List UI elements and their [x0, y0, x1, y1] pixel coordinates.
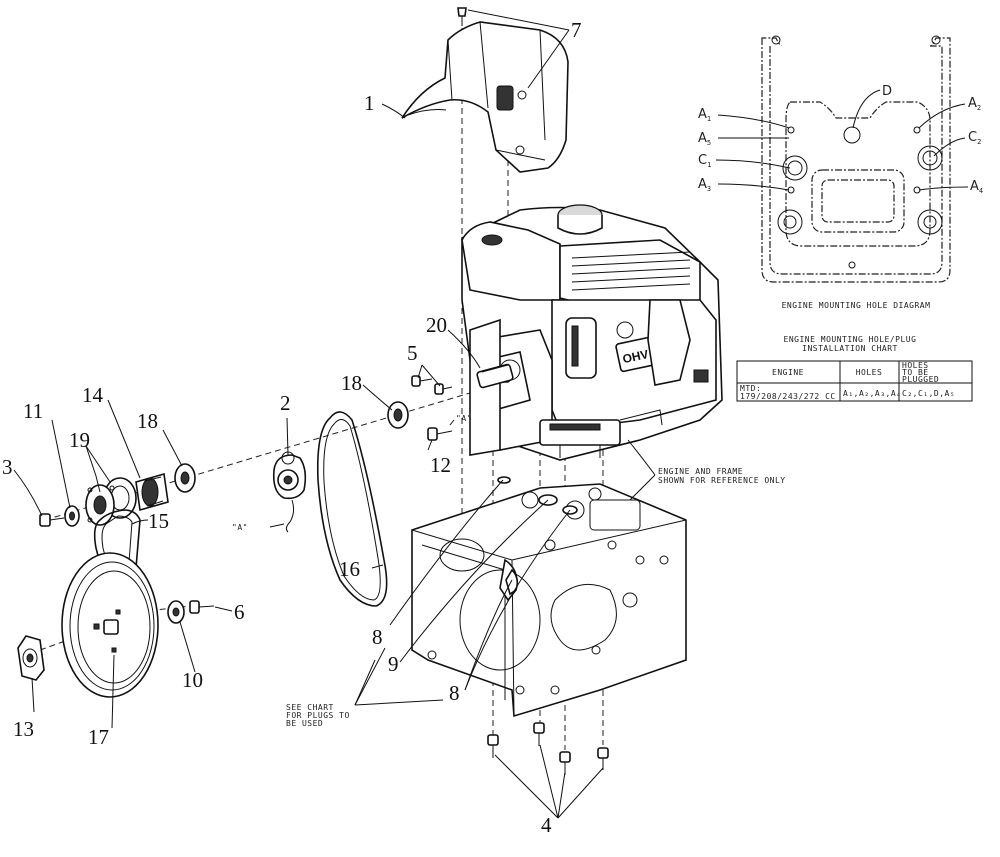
hole-label-a4: A4	[970, 179, 983, 195]
callout-14: 14	[82, 383, 104, 407]
v-belt	[316, 411, 388, 607]
flange-washers	[85, 477, 137, 526]
chart-header-plugged-2: TO BE	[902, 368, 929, 377]
chart-header-engine: ENGINE	[772, 368, 804, 377]
chart-note-2: FOR PLUGS TO	[286, 711, 350, 720]
ref-label-a-right: "A"	[456, 414, 472, 423]
hole-label-a1: A1	[698, 107, 711, 123]
chart-header-plugged-1: HOLES	[902, 361, 929, 370]
belt-cover	[401, 7, 569, 173]
bolt-6	[189, 600, 215, 614]
hole-label-d: D	[882, 84, 892, 99]
bolt-12	[427, 427, 453, 441]
hole-diagram-title: ENGINE MOUNTING HOLE DIAGRAM	[782, 301, 931, 310]
hole-label-a2: A2	[968, 96, 981, 112]
callout-leaders	[13, 9, 656, 819]
callout-9: 9	[388, 652, 399, 676]
washer-11	[64, 505, 80, 527]
notes: "A" "A" ENGINE AND FRAME SHOWN FOR REFER…	[232, 414, 786, 728]
engine-frame-note-2: SHOWN FOR REFERENCE ONLY	[658, 476, 786, 485]
screws-5	[411, 375, 453, 395]
callout-5: 5	[407, 341, 418, 365]
chart-row-engine-1: MTD:	[740, 384, 761, 393]
callout-12: 12	[430, 453, 451, 477]
installation-chart: ENGINE MOUNTING HOLE/PLUG INSTALLATION C…	[736, 335, 973, 402]
callout-2: 2	[280, 391, 291, 415]
engine-mounting-hole-diagram: A1 A5 C1 A3 D A2 C2 A4 ENGINE MOUNTING H…	[698, 35, 983, 310]
frame-bolts	[487, 722, 609, 775]
large-pulley	[61, 552, 159, 698]
callout-6: 6	[234, 600, 245, 624]
frame-housing	[411, 483, 687, 718]
callout-18-left: 18	[137, 409, 158, 433]
callout-4: 4	[541, 813, 552, 837]
callout-20: 20	[426, 313, 447, 337]
engine-brand-label: OHV	[621, 347, 649, 366]
callout-13: 13	[13, 717, 34, 741]
chart-row-engine-2: 179/208/243/272 CC	[740, 392, 836, 401]
callout-numbers: 1 7 2 5 18 20 12 3 11 19 14 18 15 16 6 1…	[2, 18, 582, 837]
hole-label-a3: A3	[698, 177, 711, 193]
chart-title-line1: ENGINE MOUNTING HOLE/PLUG	[784, 335, 917, 344]
hole-plugs	[497, 476, 578, 596]
chart-note-3: BE USED	[286, 719, 323, 728]
hole-label-a5: A5	[698, 131, 711, 147]
bolt-3	[39, 513, 65, 527]
hole-label-c2: C2	[968, 130, 981, 146]
chart-header-plugged-3: PLUGGED	[902, 375, 939, 384]
engine: OHV	[461, 204, 723, 461]
hole-label-c1: C1	[698, 153, 711, 169]
callout-11: 11	[23, 399, 43, 423]
callout-1: 1	[364, 91, 375, 115]
bearing-hub	[135, 472, 169, 512]
callout-15: 15	[148, 509, 169, 533]
chart-row-plugged: C₂,C₁,D,A₅	[902, 389, 955, 398]
callout-18-right: 18	[341, 371, 362, 395]
ref-label-a-left: "A"	[232, 523, 248, 532]
callout-8-lower: 8	[449, 681, 460, 705]
chart-title-line2: INSTALLATION CHART	[802, 344, 898, 353]
chart-header-holes: HOLES	[856, 368, 883, 377]
washer-10	[167, 600, 185, 624]
chart-note-1: SEE CHART	[286, 703, 334, 712]
callout-16: 16	[339, 557, 360, 581]
callout-7: 7	[571, 18, 582, 42]
callout-17: 17	[88, 725, 109, 749]
idler-bracket	[272, 451, 307, 533]
pulley-spacer-left	[174, 463, 196, 493]
callout-3: 3	[2, 455, 13, 479]
engine-frame-note-1: ENGINE AND FRAME	[658, 467, 743, 476]
callout-8-upper: 8	[372, 625, 383, 649]
callout-19: 19	[69, 428, 90, 452]
engine-cooling-fins	[571, 251, 691, 291]
pulley-spacer-right	[387, 401, 409, 429]
hub-13	[17, 635, 45, 681]
callout-10: 10	[182, 668, 203, 692]
crankshaft-pto	[476, 363, 514, 389]
chart-row-holes: A₁,A₂,A₃,A₄	[843, 389, 901, 398]
